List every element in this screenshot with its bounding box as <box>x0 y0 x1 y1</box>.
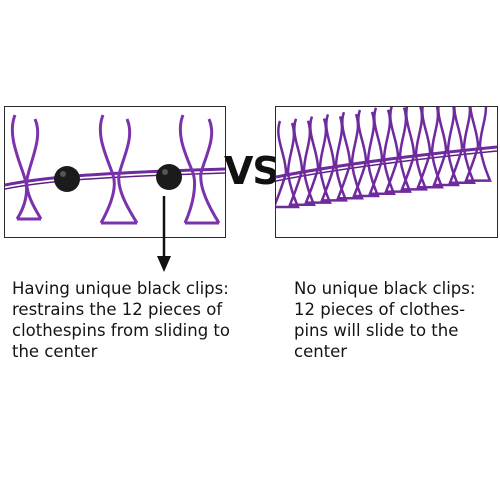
photo-with-black-clips <box>4 106 226 238</box>
right-caption: No unique black clips: 12 pieces of clot… <box>294 278 475 362</box>
clothespin-icon <box>368 107 396 196</box>
clothespin-icon <box>98 114 139 225</box>
photo-without-black-clips <box>275 106 498 238</box>
caption-line: restrains the 12 pieces of <box>12 300 223 319</box>
clothespin-icon <box>178 114 221 225</box>
clothespin-icon <box>10 114 43 221</box>
clothespin-icon <box>276 120 300 209</box>
clothespin-icon <box>320 113 348 202</box>
clothespin-icon <box>432 107 460 187</box>
clothespin-icon <box>464 107 492 182</box>
clothesline-with-beads-image <box>5 114 225 225</box>
clothespin-icon <box>448 107 476 185</box>
black-bead-icon <box>156 164 182 190</box>
caption-line: Having unique black clips: <box>12 279 229 298</box>
caption-line: No unique black clips: <box>294 279 476 298</box>
caption-line: the center <box>12 342 98 361</box>
clothespin-icon <box>336 111 364 200</box>
caption-line: center <box>294 342 348 361</box>
pointer-arrow-icon <box>157 196 171 272</box>
clothespin-icon <box>384 107 412 193</box>
vs-label: VS <box>224 149 280 193</box>
black-bead-icon <box>54 166 80 192</box>
left-caption: Having unique black clips: restrains the… <box>12 278 230 362</box>
clothespin-icon <box>416 107 444 189</box>
clothespin-icon <box>400 107 428 191</box>
clothespin-icon <box>304 116 332 204</box>
clothespin-icon <box>352 109 380 198</box>
clothesline-bunched-image <box>276 107 497 209</box>
caption-line: pins will slide to the <box>294 321 459 340</box>
caption-line: 12 pieces of clothes- <box>294 300 466 319</box>
caption-line: clothespins from sliding to <box>12 321 230 340</box>
clothespin-icon <box>288 118 316 207</box>
